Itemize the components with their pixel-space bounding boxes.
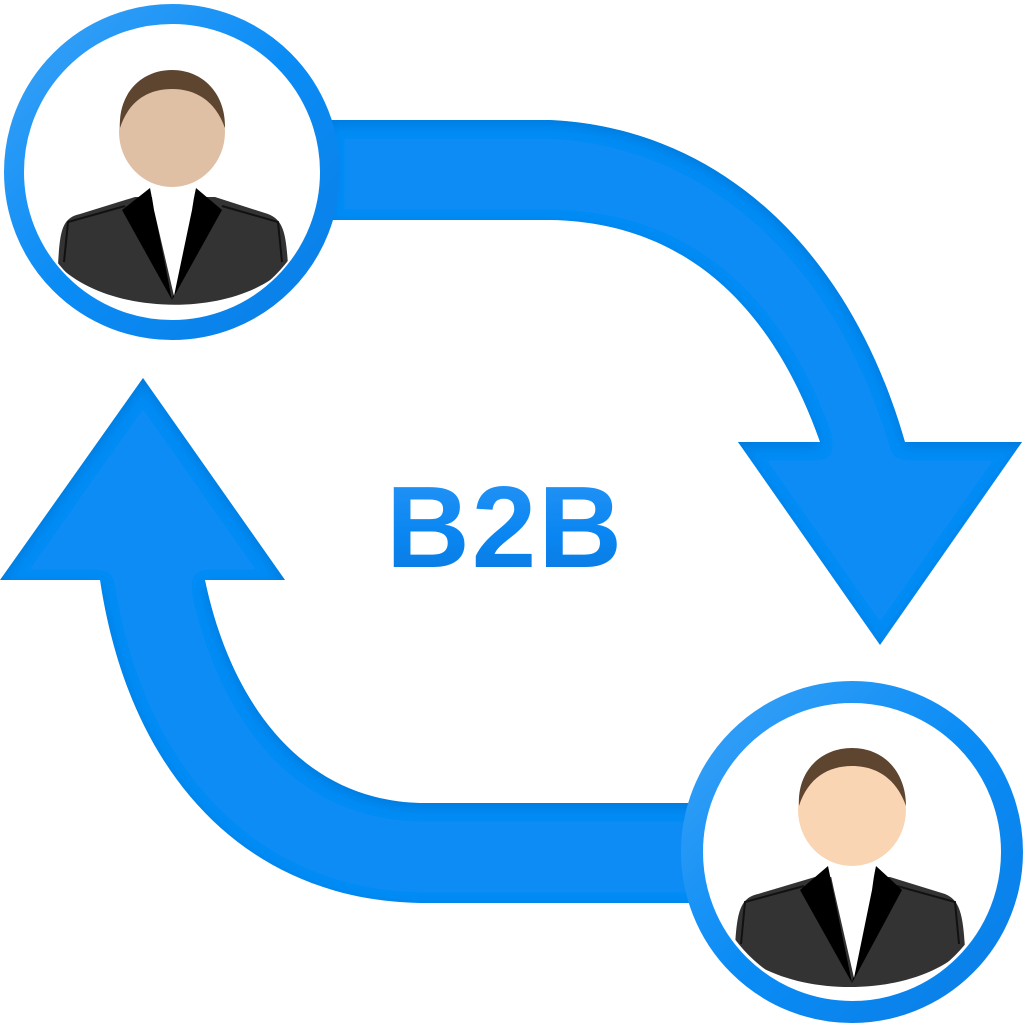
arrow-up-head-icon bbox=[0, 378, 285, 580]
arrow-top-to-bottom bbox=[330, 120, 1022, 645]
arrow-down-head-icon bbox=[738, 442, 1022, 645]
person-icon bbox=[735, 748, 965, 987]
arrow-top-shaft bbox=[330, 120, 905, 442]
b2b-label: B2B bbox=[360, 462, 650, 592]
business-avatar-top-left bbox=[4, 4, 340, 340]
business-avatar-bottom-right bbox=[681, 681, 1023, 1023]
arrow-bottom-shaft bbox=[100, 580, 700, 903]
person-icon bbox=[58, 70, 288, 305]
arrow-bottom-to-top bbox=[0, 378, 700, 903]
